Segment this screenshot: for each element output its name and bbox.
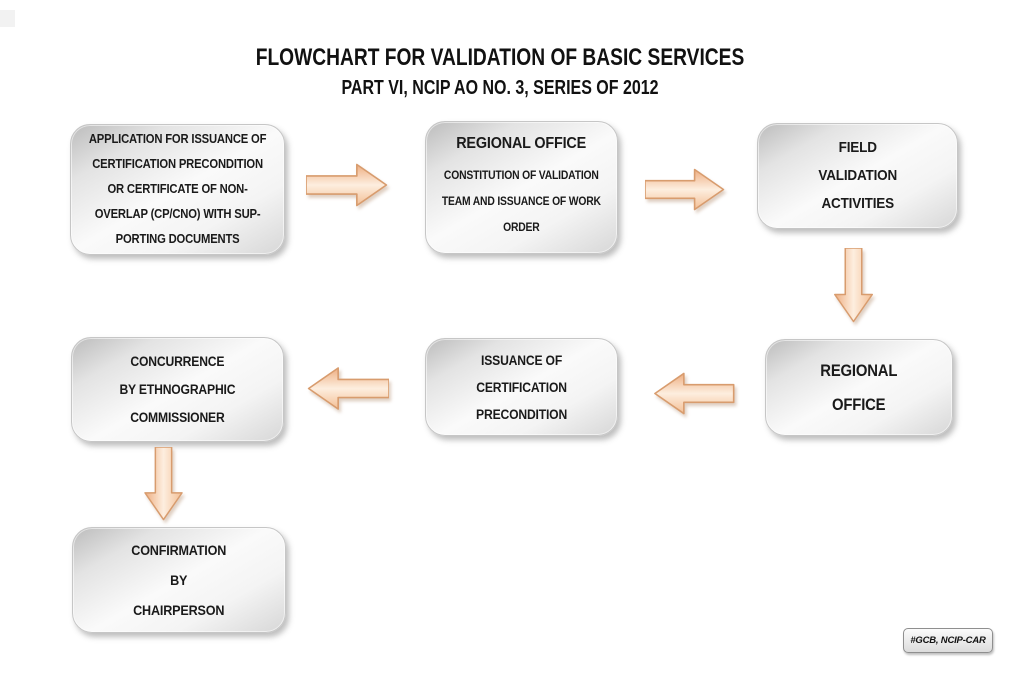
box-regional-office-constitution-text: CONSTITUTION OF VALIDATION TEAM AND ISSU…	[442, 170, 601, 234]
arrow-right-2	[645, 168, 725, 211]
arrow-down-right	[834, 248, 873, 323]
box-field-validation-activities: FIELD VALIDATION ACTIVITIES	[757, 123, 958, 229]
page-subtitle: PART VI, NCIP AO NO. 3, SERIES OF 2012	[341, 77, 659, 99]
box-confirmation-chairperson: CONFIRMATION BY CHAIRPERSON	[72, 527, 286, 633]
box-regional-office-constitution: REGIONAL OFFICE CONSTITUTION OF VALIDATI…	[425, 121, 618, 254]
box-application-text: APPLICATION FOR ISSUANCE OF CERTIFICATIO…	[88, 132, 267, 246]
box-regional-office-constitution-header: REGIONAL OFFICE	[456, 135, 587, 152]
box-confirmation-chairperson-text: CONFIRMATION BY CHAIRPERSON	[131, 542, 227, 618]
arrow-left-2	[307, 367, 389, 410]
arrow-left-1	[654, 372, 735, 415]
box-application: APPLICATION FOR ISSUANCE OF CERTIFICATIO…	[70, 124, 285, 255]
box-issuance-certification-precondition-text: ISSUANCE OF CERTIFICATION PRECONDITION	[475, 352, 567, 422]
box-regional-office-text: REGIONAL OFFICE	[820, 361, 898, 414]
box-concurrence-ethnographic-commissioner: CONCURRENCE BY ETHNOGRAPHIC COMMISSIONER	[71, 337, 284, 442]
scan-artifact	[0, 10, 15, 27]
arrow-right-1	[306, 163, 388, 207]
box-field-validation-activities-text: FIELD VALIDATION ACTIVITIES	[818, 139, 897, 212]
page-title: FLOWCHART FOR VALIDATION OF BASIC SERVIC…	[255, 44, 745, 71]
box-issuance-certification-precondition: ISSUANCE OF CERTIFICATION PRECONDITION	[425, 338, 618, 436]
footer-badge: #GCB, NCIP-CAR	[903, 628, 993, 653]
box-concurrence-ethnographic-commissioner-text: CONCURRENCE BY ETHNOGRAPHIC COMMISSIONER	[119, 353, 236, 425]
arrow-down-left	[144, 447, 183, 521]
box-regional-office: REGIONAL OFFICE	[765, 339, 953, 436]
